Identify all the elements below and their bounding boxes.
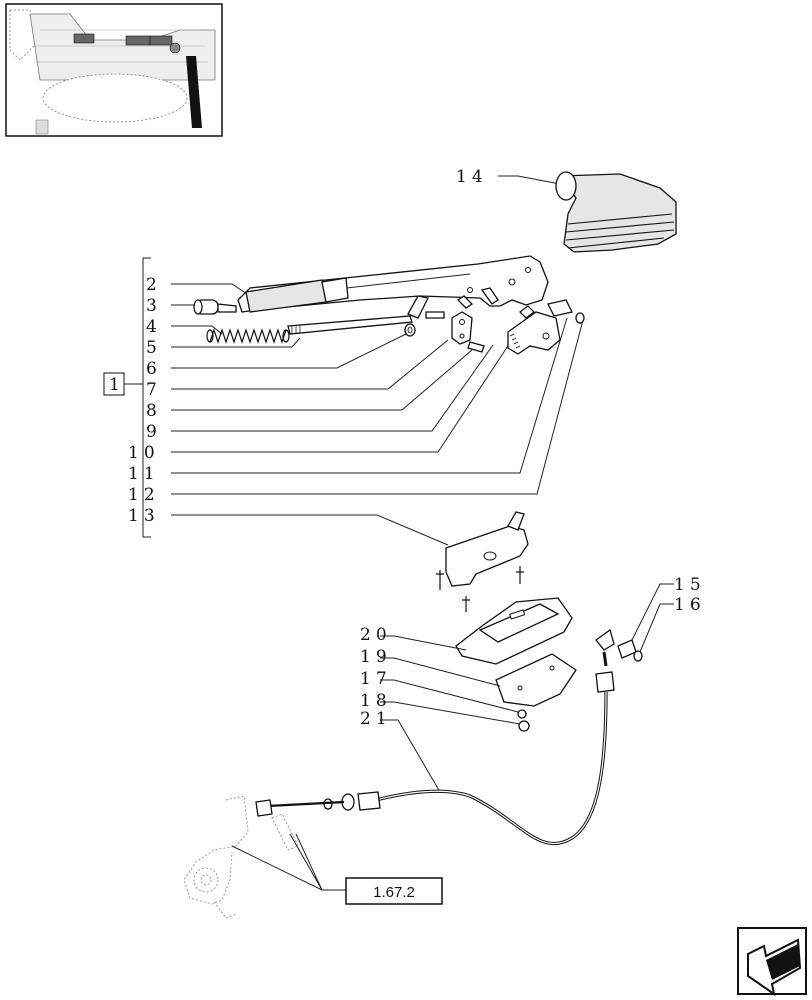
leader-lines-left (171, 283, 584, 546)
callout-7: 7 (146, 380, 162, 400)
callout-15: 15 (674, 575, 706, 595)
callout-3: 3 (146, 296, 162, 316)
ratchet-sector (507, 311, 561, 355)
group-bracket: 1 (103, 257, 151, 538)
clevis-pin: 15 16 (617, 575, 706, 662)
callout-14: 14 (456, 167, 488, 187)
callout-11: 11 (128, 464, 160, 484)
callout-1: 1 (109, 375, 125, 395)
reference-box[interactable]: 1.67.2 (345, 877, 443, 905)
callout-9: 9 (146, 422, 162, 442)
callout-1-box (103, 372, 125, 396)
release-rod (287, 295, 429, 335)
callout-20: 20 (360, 625, 392, 645)
location-thumbnail[interactable] (5, 3, 223, 137)
callout-12: 12 (128, 485, 160, 505)
callout-6: 6 (146, 359, 162, 379)
rubber-boot: 14 (456, 167, 677, 253)
spring (206, 328, 290, 344)
callout-8: 8 (146, 401, 162, 421)
callout-2: 2 (146, 275, 162, 295)
brake-lever-assembly (193, 255, 585, 355)
leader-lines-floor: 20 19 17 18 21 (360, 625, 521, 793)
callout-16: 16 (674, 595, 706, 615)
callout-21: 21 (360, 709, 392, 729)
callout-10: 10 (128, 443, 160, 463)
callout-17: 17 (360, 669, 392, 689)
callout-5: 5 (146, 338, 162, 358)
callout-column: 2 3 4 5 6 7 8 9 10 11 12 13 (128, 275, 162, 526)
cab-floor-sketch (9, 9, 216, 135)
reference-label: 1.67.2 (373, 884, 415, 901)
callout-19: 19 (360, 647, 392, 667)
next-page-arrow-icon[interactable] (737, 927, 807, 997)
floor-plates (455, 597, 577, 732)
release-button (193, 299, 237, 315)
brake-cable (255, 628, 615, 846)
callout-13: 13 (128, 506, 160, 526)
ghost-linkage (183, 795, 346, 919)
callout-18: 18 (360, 691, 392, 711)
pawl (451, 311, 473, 345)
support-bracket (436, 511, 529, 612)
callout-4: 4 (146, 317, 162, 337)
